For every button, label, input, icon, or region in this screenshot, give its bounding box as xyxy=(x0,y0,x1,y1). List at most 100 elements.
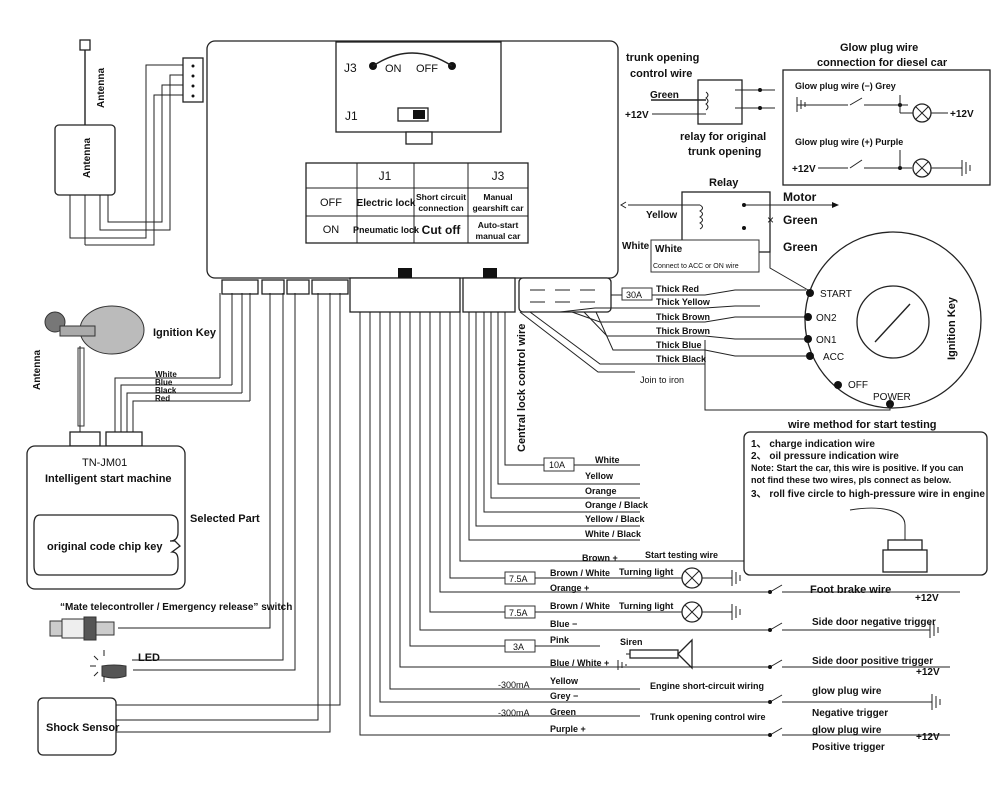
relay-green2: Green xyxy=(783,240,818,254)
central_lock-wires-2: Orange xyxy=(585,486,617,496)
wires-ma1: -300mA xyxy=(498,680,530,690)
start_test-note1: Note: Start the car, this wire is positi… xyxy=(751,463,964,473)
machine-selected: Selected Part xyxy=(190,513,260,525)
svg-text:manual car: manual car xyxy=(476,231,522,241)
wires-grey_minus: Grey − xyxy=(550,691,578,701)
antenna-box-label: Antenna xyxy=(82,138,93,178)
thick-wires: 30A Thick Red Thick Yellow Thick Brown T… xyxy=(519,284,806,385)
thick_wires-fuse: 30A xyxy=(626,290,642,300)
wires-brown_white1: Brown / White xyxy=(550,568,610,578)
start_test-note2: not find these two wires, pls connect as… xyxy=(751,475,951,485)
relay-motor: Motor xyxy=(783,190,817,204)
ignition_switch-start: START xyxy=(820,289,852,300)
central_lock-wires-3: Orange / Black xyxy=(585,500,649,510)
main-box-connectors xyxy=(221,268,612,313)
central_lock-label: Central lock control wire xyxy=(516,324,528,452)
trunk-green: Green xyxy=(650,90,679,101)
central_lock-wires-5: White / Black xyxy=(585,529,642,539)
central_lock-fuse: 10A xyxy=(549,460,565,470)
triggers-side_neg: Side door negative trigger xyxy=(812,617,936,628)
left-wires xyxy=(116,293,341,733)
devices-mate_switch: “Mate telecontroller / Emergency release… xyxy=(60,602,292,613)
trunk-v12: +12V xyxy=(625,110,649,121)
jumper-table: J1 J3 OFF Electric lock Short circuit co… xyxy=(305,162,529,244)
ignition-switch: Ignition Key START ON2 ON1 ACC OFF POWER xyxy=(704,231,982,411)
shock-sensor: Shock Sensor xyxy=(37,697,120,756)
antenna-section: Antenna Antenna xyxy=(54,39,204,246)
triggers-foot_brake: Foot brake wire xyxy=(810,584,891,596)
wires-purple_plus: Purple + xyxy=(550,724,586,734)
glow-plug-section: Glow plug wire connection for diesel car… xyxy=(782,42,991,186)
wires-start_testing: Start testing wire xyxy=(645,550,718,560)
wires-brown_white2: Brown / White xyxy=(550,601,610,611)
jtable-r2-2: Cut off xyxy=(422,223,462,237)
thick_wires-items-3: Thick Brown xyxy=(656,326,710,336)
jtable-h_j1: J1 xyxy=(379,169,392,183)
central_lock-wires-4: Yellow / Black xyxy=(585,514,646,524)
start_test-title: wire method for start testing xyxy=(787,419,937,431)
ignition_switch-label: Ignition Key xyxy=(946,296,958,360)
wires-yellow: Yellow xyxy=(550,676,579,686)
jumper-on: ON xyxy=(385,63,402,75)
relay-note: Connect to ACC or ON wire xyxy=(653,263,739,270)
wires-siren: Siren xyxy=(620,637,643,647)
relay-white_in: White xyxy=(655,244,683,255)
wires-orange_plus: Orange + xyxy=(550,583,589,593)
motor-relay-section: Relay Yellow White White Connect to ACC … xyxy=(620,177,839,291)
svg-text:Auto-start: Auto-start xyxy=(478,220,519,230)
wires-fuse2: 7.5A xyxy=(509,608,528,618)
glow-title1: Glow plug wire xyxy=(840,42,918,54)
thick_wires-items-0: Thick Red xyxy=(656,284,699,294)
svg-text:Manual: Manual xyxy=(483,192,512,202)
ignition_switch-power: POWER xyxy=(873,392,911,403)
ignition_key-label: Ignition Key xyxy=(153,327,217,339)
wires-green: Green xyxy=(550,707,576,717)
wires-turning2: Turning light xyxy=(619,601,673,611)
ignition_key-wires-3: Red xyxy=(155,394,170,403)
thick_wires-iron: Join to iron xyxy=(640,375,684,385)
led: LED xyxy=(90,650,160,682)
triggers-side_pos: Side door positive trigger xyxy=(812,656,933,667)
jtable-r1-1: Electric lock xyxy=(357,198,416,209)
j1-label: J1 xyxy=(345,109,358,123)
central_lock-wires-0: White xyxy=(595,455,620,465)
antenna-ik_side_label: Antenna xyxy=(32,350,43,390)
wires-brown_plus: Brown + xyxy=(582,553,618,563)
start_test-l2: 2、 oil pressure indication wire xyxy=(751,451,899,462)
relay-green1: Green xyxy=(783,213,818,227)
glow-pos_label: Glow plug wire (+) Purple xyxy=(795,137,903,147)
start-testing-box: wire method for start testing 1、 charge … xyxy=(743,419,988,576)
wires-ma2: -300mA xyxy=(498,708,530,718)
ignition_switch-off: OFF xyxy=(848,380,868,391)
bottom-wires: Brown + Start testing wire 7.5A Brown / … xyxy=(359,312,960,753)
central_lock-wires-1: Yellow xyxy=(585,471,614,481)
ignition_key-wires-0: White xyxy=(155,370,177,379)
trunk-relay1: relay for original xyxy=(680,131,766,143)
machine-model: TN-JM01 xyxy=(82,457,127,469)
triggers-glow2: glow plug wire xyxy=(812,725,882,736)
mate-switch[interactable]: “Mate telecontroller / Emergency release… xyxy=(49,602,292,641)
triggers-v12_3: +12V xyxy=(916,732,940,743)
start_test-l1: 1、 charge indication wire xyxy=(751,439,875,450)
j3-label: J3 xyxy=(344,61,357,75)
relay-white_out: White xyxy=(622,241,650,252)
glow-v12b: +12V xyxy=(792,164,816,175)
svg-text:connection: connection xyxy=(418,203,463,213)
antenna-side-label: Antenna xyxy=(96,68,107,108)
glow-neg_label: Glow plug wire (−) Grey xyxy=(795,81,896,91)
jtable-r2-0: ON xyxy=(323,224,340,236)
devices-led: LED xyxy=(138,652,160,664)
relay-title: Relay xyxy=(709,177,739,189)
triggers-glow1: glow plug wire xyxy=(812,686,882,697)
relay-yellow: Yellow xyxy=(646,210,677,221)
triggers-neg_trig: Negative trigger xyxy=(812,708,888,719)
wires-trunk_ctrl: Trunk opening control wire xyxy=(650,712,766,722)
svg-text:gearshift car: gearshift car xyxy=(472,203,524,213)
triggers-pos_trig: Positive trigger xyxy=(812,742,885,753)
machine-name: Intelligent start machine xyxy=(45,473,172,485)
devices-shock: Shock Sensor xyxy=(46,722,120,734)
wires-pink: Pink xyxy=(550,635,570,645)
wires-blue_minus: Blue − xyxy=(550,619,577,629)
svg-text:Short circuit: Short circuit xyxy=(416,192,466,202)
